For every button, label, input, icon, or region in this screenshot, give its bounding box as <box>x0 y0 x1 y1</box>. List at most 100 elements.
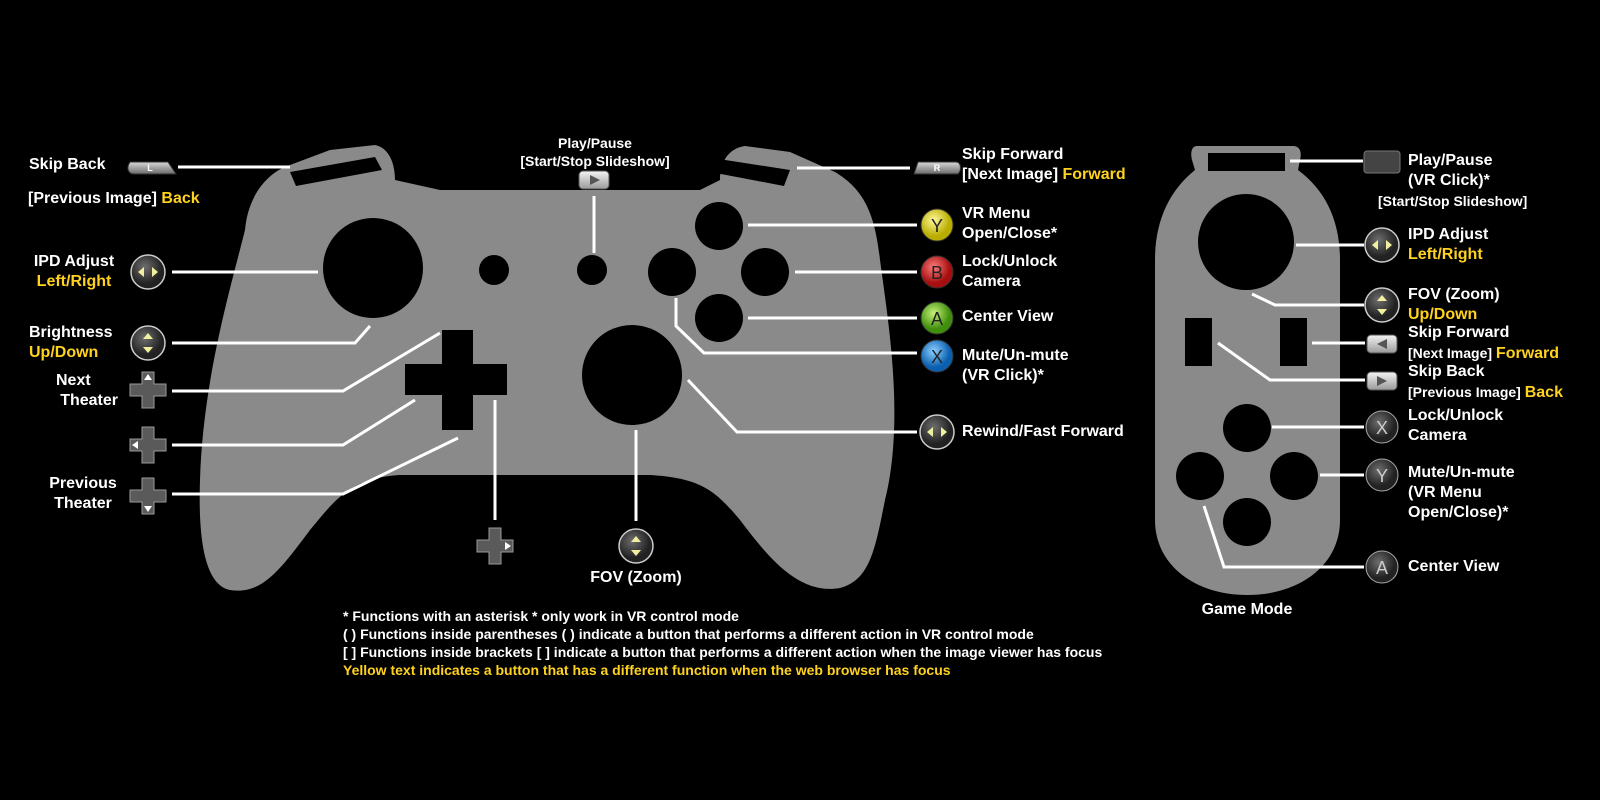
gamepad-body <box>199 145 895 591</box>
prev-image-text: [Previous Image] <box>28 190 157 207</box>
gm-vr-click-text: (VR Click)* <box>1408 172 1490 189</box>
a-button-letter: A <box>931 309 943 329</box>
ipd-adjust-text: IPD Adjust <box>33 253 115 270</box>
gm-play-pause-text: Play/Pause <box>1408 152 1493 169</box>
left-stick-updown-icon <box>130 325 166 361</box>
r-bumper-icon: R <box>913 161 961 175</box>
game-mode-title: Game Mode <box>1201 601 1293 618</box>
mute-label: Mute/Un-mute (VR Click)* <box>962 346 1069 386</box>
gm-forward-text: Forward <box>1495 345 1560 362</box>
remote-left-button-icon <box>1366 334 1398 354</box>
y-button-icon: Y <box>920 208 954 242</box>
l-bumper-letter: L <box>147 163 153 173</box>
gm-mute-line3: Open/Close)* <box>1408 504 1509 521</box>
ipd-left-right-text: Left/Right <box>36 273 112 290</box>
note-parentheses: ( ) Functions inside parentheses ( ) ind… <box>343 626 1034 642</box>
lock-unlock-line2: Camera <box>962 273 1021 290</box>
gm-fov-text: FOV (Zoom) <box>1408 286 1500 303</box>
gm-lock-unlock-line1: Lock/Unlock <box>1408 407 1504 424</box>
play-pause-text: Play/Pause <box>558 135 632 151</box>
brightness-text: Brightness <box>29 324 113 341</box>
previous-theater-label: Previous Theater <box>40 474 126 514</box>
l-bumper-icon: L <box>127 161 177 175</box>
gm-skip-forward-label: Skip Forward [Next Image] Forward <box>1408 323 1559 364</box>
lock-unlock-label: Lock/Unlock Camera <box>962 252 1057 292</box>
fov-zoom-label: FOV (Zoom) <box>590 569 682 586</box>
gm-play-pause-label: Play/Pause (VR Click)* <box>1408 151 1493 191</box>
gm-back-text: Back <box>1524 384 1563 401</box>
note-yellow: Yellow text indicates a button that has … <box>343 662 951 678</box>
gm-next-image-text: [Next Image] <box>1408 345 1493 361</box>
next-image-text: [Next Image] <box>962 166 1059 183</box>
b-button-icon: B <box>920 255 954 289</box>
rewind-ff-label: Rewind/Fast Forward <box>962 423 1124 440</box>
vr-menu-label: VR Menu Open/Close* <box>962 204 1057 244</box>
play-pause-label: Play/Pause [Start/Stop Slideshow] <box>470 134 720 170</box>
next-theater-label: Next Theater <box>50 371 140 411</box>
gm-skip-back-label: Skip Back [Previous Image] Back <box>1408 362 1563 403</box>
leader-lines <box>172 159 1365 569</box>
gm-ipd-label: IPD Adjust Left/Right <box>1408 225 1488 265</box>
note-brackets: [ ] Functions inside brackets [ ] indica… <box>343 644 1103 660</box>
remote-play-button-icon <box>1363 150 1401 174</box>
left-stick-icon <box>130 254 166 290</box>
y-button-letter: Y <box>931 216 943 236</box>
right-stick-updown-icon <box>618 528 654 564</box>
vr-menu-line1: VR Menu <box>962 205 1031 222</box>
remote-right-button-icon <box>1366 371 1398 391</box>
gm-skip-forward-text: Skip Forward <box>1408 324 1510 341</box>
gm-fov-up-down-text: Up/Down <box>1408 306 1478 323</box>
r-bumper-letter: R <box>934 163 941 173</box>
a-button-icon: A <box>920 301 954 335</box>
gm-lock-unlock-label: Lock/Unlock Camera <box>1408 406 1503 446</box>
prev-image-label: [Previous Image] Back <box>28 189 200 209</box>
remote-x-letter: X <box>1376 418 1388 438</box>
mute-line2: (VR Click)* <box>962 367 1044 384</box>
next-theater-line1: Next <box>56 372 91 389</box>
gm-fov-label: FOV (Zoom) Up/Down <box>1408 285 1500 325</box>
gm-lock-unlock-line2: Camera <box>1408 427 1467 444</box>
start-button-icon <box>578 170 610 190</box>
gm-mute-line2: (VR Menu <box>1408 484 1482 501</box>
forward-text: Forward <box>1062 166 1126 183</box>
gm-ipd-text: IPD Adjust <box>1408 226 1489 243</box>
gm-mute-label: Mute/Un-mute (VR Menu Open/Close)* <box>1408 463 1515 523</box>
back-text: Back <box>161 190 200 207</box>
brightness-up-down-text: Up/Down <box>29 344 99 361</box>
remote-a-button-icon: A <box>1365 550 1399 584</box>
remote-y-button-icon: Y <box>1365 458 1399 492</box>
gm-skip-back-text: Skip Back <box>1408 363 1485 380</box>
lock-unlock-line1: Lock/Unlock <box>962 253 1058 270</box>
x-button-letter: X <box>931 347 943 367</box>
dpad-up-icon <box>129 371 167 409</box>
skip-back-label: Skip Back <box>29 156 106 173</box>
right-stick-icon <box>919 414 955 450</box>
next-theater-line2: Theater <box>60 392 118 409</box>
note-asterisk: * Functions with an asterisk * only work… <box>343 608 739 624</box>
gm-ipd-left-right-text: Left/Right <box>1408 246 1483 263</box>
previous-theater-line2: Theater <box>54 495 112 512</box>
remote-body <box>1155 146 1340 595</box>
remote-touchpad-lr-icon <box>1364 227 1400 263</box>
remote-x-button-icon: X <box>1365 410 1399 444</box>
remote-touchpad-ud-icon <box>1364 287 1400 323</box>
mute-line1: Mute/Un-mute <box>962 347 1069 364</box>
start-stop-text: [Start/Stop Slideshow] <box>520 153 670 169</box>
skip-forward-label: Skip Forward [Next Image] Forward <box>962 145 1126 185</box>
dpad-right-icon <box>476 527 514 565</box>
remote-y-letter: Y <box>1376 466 1388 486</box>
x-button-icon: X <box>920 339 954 373</box>
gm-center-view-label: Center View <box>1408 558 1500 575</box>
gm-start-stop-label: [Start/Stop Slideshow] <box>1378 193 1528 209</box>
b-button-letter: B <box>931 263 943 283</box>
previous-theater-line1: Previous <box>49 475 117 492</box>
dpad-down-icon <box>129 477 167 515</box>
dpad-left-right-icon <box>129 426 167 464</box>
gm-mute-line1: Mute/Un-mute <box>1408 464 1515 481</box>
ipd-adjust-label: IPD Adjust Left/Right <box>28 252 120 292</box>
brightness-label: Brightness Up/Down <box>29 323 113 363</box>
remote-a-letter: A <box>1376 558 1388 578</box>
skip-forward-text: Skip Forward <box>962 146 1064 163</box>
gm-prev-image-text: [Previous Image] <box>1408 384 1521 400</box>
